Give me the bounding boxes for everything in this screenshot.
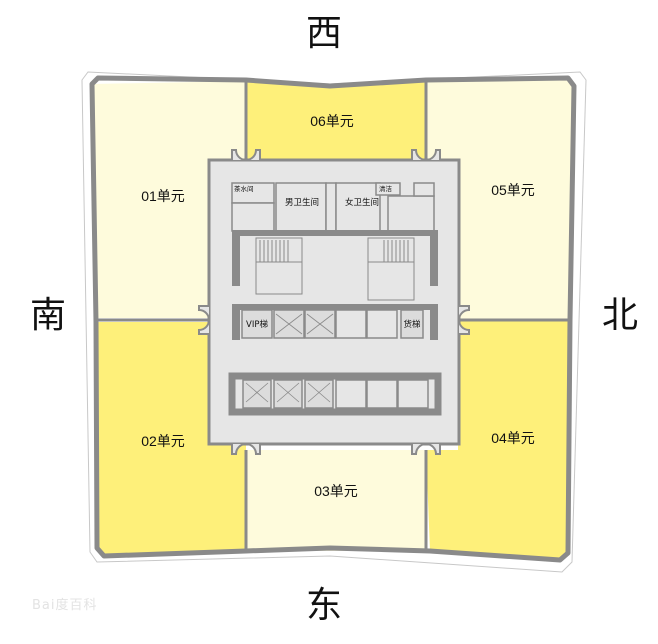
unit-06-area[interactable] [246,81,426,160]
shaft [397,379,429,409]
core-wall-upper [232,230,438,236]
elevator-bank-1-wall [232,304,438,310]
elevator-bank-2 [242,379,429,409]
tea-room-label: 茶水间 [234,184,254,193]
cleaning-label: 清洁 [379,184,393,193]
shaft [366,309,398,339]
unit-05-area[interactable] [426,79,573,320]
vip-elevator-label: VIP梯 [246,319,268,330]
unit-01-label: 01单元 [141,188,185,204]
shaft [335,309,367,339]
watermark: Bai度百科 [32,598,98,613]
cleaning-room [375,182,401,196]
shaft [366,379,398,409]
unit-05-label: 05单元 [491,182,535,198]
compass-south: 南 [30,295,67,336]
vip-elevator [241,309,273,339]
shaft [335,379,367,409]
unit-04-area[interactable] [426,320,570,560]
unit-04-label: 04单元 [491,430,535,446]
outer-wall [89,75,577,563]
stairwell-right [367,237,415,301]
elevator-cross-marks [275,313,334,335]
compass-west: 西 [306,13,343,54]
unit-02-label: 02单元 [141,433,185,449]
womens-restroom-label: 女卫生间 [345,197,379,208]
compass-east: 东 [306,585,343,626]
freight-elevator-label: 货梯 [403,319,421,330]
elevator-bank-2-wall [228,372,442,416]
core-doors [198,149,470,455]
unit-03-area[interactable] [246,450,426,551]
mens-restroom-label: 男卫生间 [285,197,319,208]
stairwell-left [255,237,303,295]
unit-06-label: 06单元 [310,113,354,129]
unit-03-label: 03单元 [314,483,358,499]
freight-elevator [400,309,424,339]
compass-north: 北 [602,295,639,336]
building-envelope [81,71,587,573]
